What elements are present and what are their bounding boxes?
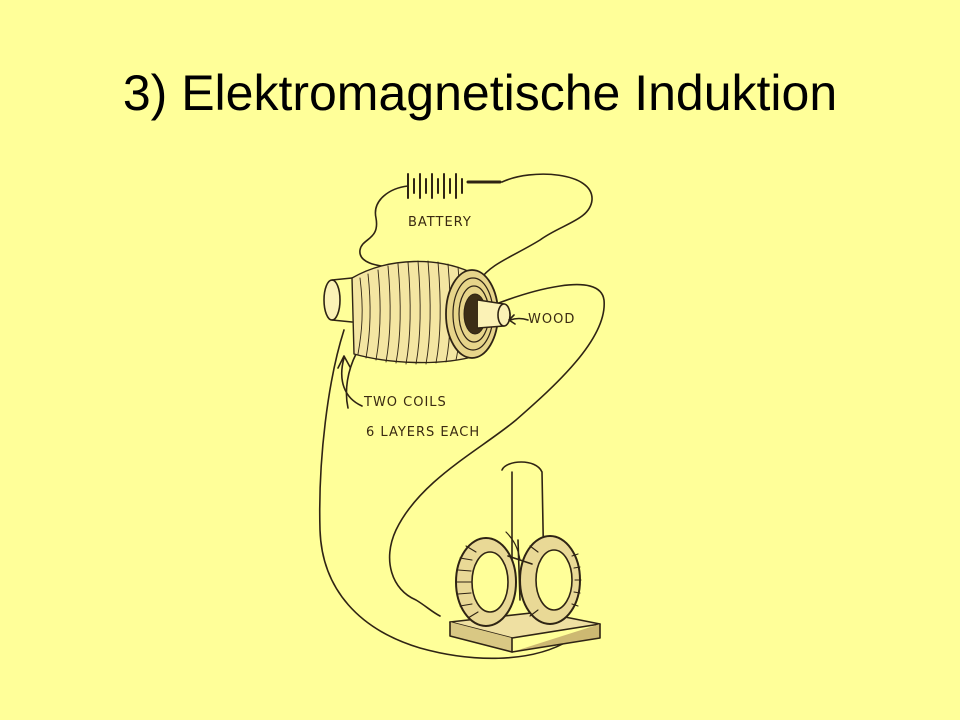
coils-annotation: TWO COILS 6 LAYERS EACH xyxy=(337,355,480,440)
wire-secondary-outer xyxy=(388,283,605,617)
wood-label: WOOD xyxy=(528,312,575,327)
galvanometer xyxy=(449,461,601,653)
coils-label-line2: 6 LAYERS EACH xyxy=(366,425,480,440)
coils-label-line1: TWO COILS xyxy=(363,395,447,410)
compass-needle xyxy=(507,539,533,601)
ring-coil-right xyxy=(519,535,582,625)
circuit-wires xyxy=(318,173,605,660)
wire-secondary-link xyxy=(345,353,357,409)
wood-pointer-arrow xyxy=(508,314,529,325)
coil-assembly: WOOD xyxy=(323,260,575,365)
coil-end-face xyxy=(445,269,511,359)
slide-title: 3) Elektromagnetische Induktion xyxy=(122,65,838,121)
wood-core-left xyxy=(323,277,353,323)
induction-apparatus-sketch: BATTERY xyxy=(318,173,605,660)
ring-coil-left xyxy=(455,537,517,627)
coils-pointer-arrow xyxy=(337,355,363,407)
battery-label: BATTERY xyxy=(408,215,472,230)
battery: BATTERY xyxy=(407,173,502,230)
battery-cells xyxy=(407,173,502,199)
wire-secondary-return xyxy=(318,329,571,660)
wire-battery-right xyxy=(479,173,593,281)
